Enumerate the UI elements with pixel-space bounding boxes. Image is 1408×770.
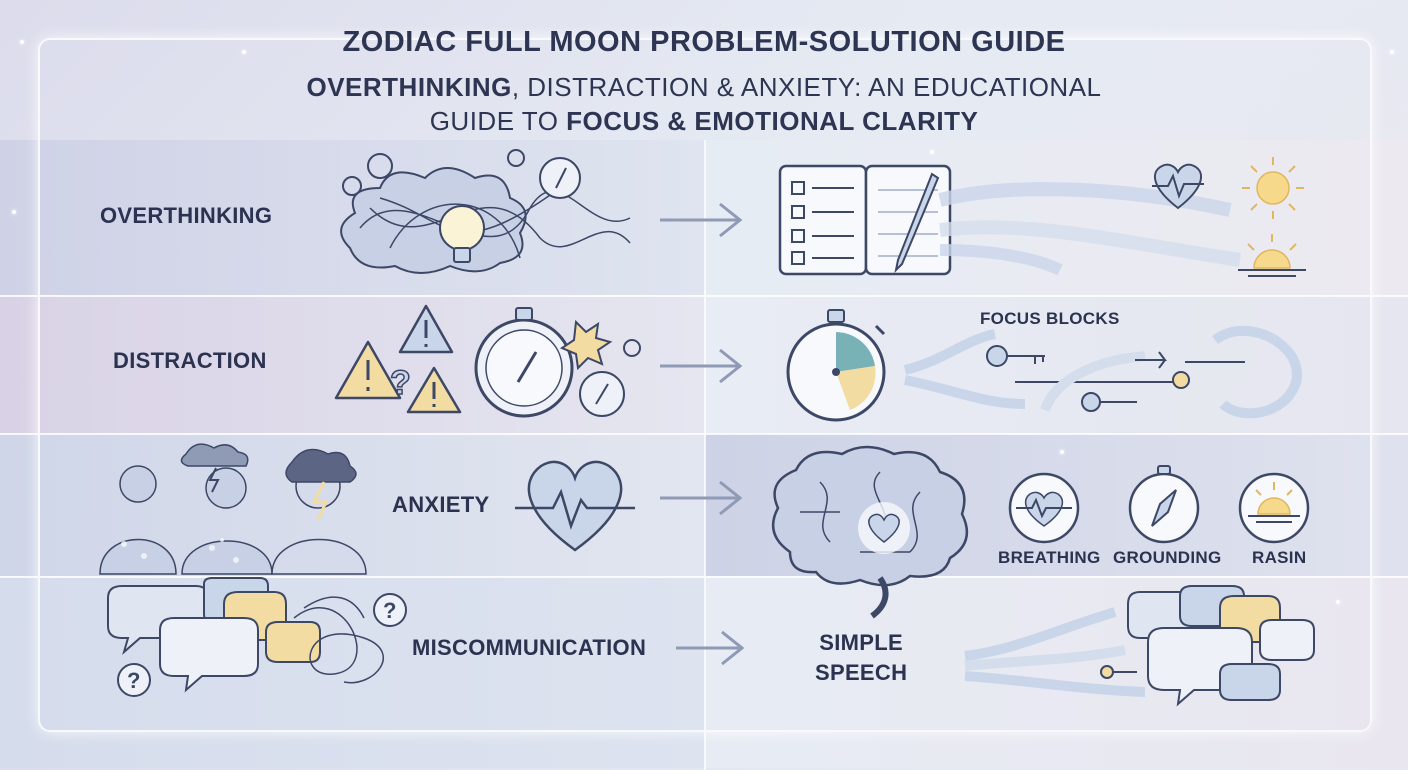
sparkle <box>1060 450 1064 454</box>
clear-speech-bubbles-icon <box>1127 585 1315 707</box>
checklist-notebook-icon <box>778 164 952 276</box>
flow-arrows-icon <box>938 182 1242 276</box>
arrow-right-icon <box>660 348 743 384</box>
speech-bubbles-tangle-icon: ? ? <box>107 577 407 697</box>
sparkle <box>930 150 934 154</box>
row4-right-band <box>705 577 1408 768</box>
rasin-sunrise-icon <box>1238 472 1310 544</box>
glow-frame <box>38 38 1372 732</box>
solution-speech: SPEECH <box>815 660 908 685</box>
sparkle <box>1390 50 1394 54</box>
clear-flow-arrows-icon <box>964 607 1146 697</box>
keys-flow-icon <box>903 325 1302 419</box>
breathing-icon <box>1008 472 1080 544</box>
arrow-right-icon <box>660 480 743 516</box>
heart-pulse-icon <box>515 460 635 552</box>
subtitle-text-1: , DISTRACTION & ANXIETY: AN EDUCATIONAL <box>511 72 1102 102</box>
svg-text:?: ? <box>127 668 140 693</box>
problem-overthinking: OVERTHINKING <box>100 203 273 228</box>
page-title: ZODIAC FULL MOON PROBLEM-SOLUTION GUIDE <box>342 26 1066 58</box>
page-subtitle: OVERTHINKING, DISTRACTION & ANXIETY: AN … <box>0 70 1408 138</box>
arrow-right-icon <box>676 630 745 666</box>
tangled-mind-icon <box>340 149 631 274</box>
sun-icon <box>1242 157 1304 219</box>
heart-pulse-icon <box>1152 163 1204 210</box>
subtitle-focus-clarity: FOCUS & EMOTIONAL CLARITY <box>566 106 979 136</box>
solution-simple-speech: SIMPLE SPEECH <box>815 628 907 688</box>
arrow-right-icon <box>660 202 743 238</box>
svg-text:?: ? <box>390 364 411 402</box>
sparkle <box>12 210 16 214</box>
solution-simple: SIMPLE <box>819 630 903 655</box>
problem-anxiety: ANXIETY <box>392 492 490 517</box>
sparkle <box>242 50 246 54</box>
solution-breathing: BREATHING <box>998 548 1101 567</box>
timer-icon <box>786 309 886 422</box>
sunrise-icon <box>1238 234 1306 277</box>
warning-signs-icon: ? <box>334 304 462 414</box>
solution-focus-blocks: FOCUS BLOCKS <box>980 309 1120 328</box>
sparkle <box>20 40 24 44</box>
solution-grounding: GROUNDING <box>1113 548 1222 567</box>
solution-rasin: RASIN <box>1252 548 1307 567</box>
subtitle-overthinking: OVERTHINKING <box>306 72 512 102</box>
problem-miscommunication: MISCOMMUNICATION <box>412 635 647 660</box>
stopwatch-compass-icon <box>474 307 641 418</box>
sparkle <box>1336 600 1340 604</box>
problem-distraction: DISTRACTION <box>113 348 267 373</box>
svg-text:?: ? <box>383 598 396 623</box>
grounding-compass-icon <box>1128 465 1200 544</box>
subtitle-text-2: GUIDE TO <box>429 106 567 136</box>
center-divider <box>704 140 706 770</box>
brain-heart-icon <box>771 445 969 619</box>
anxious-people-storm-icon <box>99 443 367 575</box>
